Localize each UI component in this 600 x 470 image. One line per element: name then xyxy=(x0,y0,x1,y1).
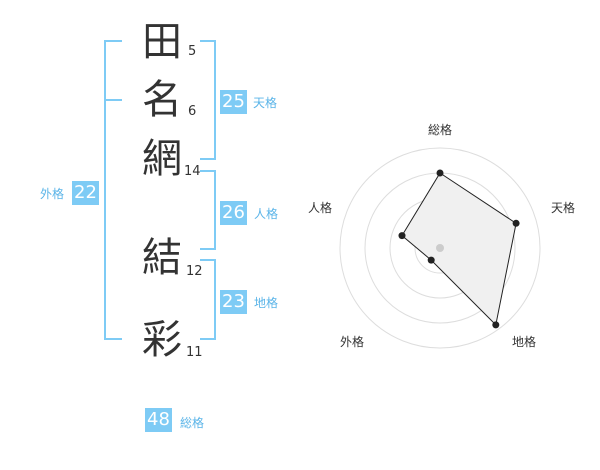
radar-point-5 xyxy=(398,232,406,240)
radar-ring xyxy=(339,147,541,349)
stroke-count-1: 5 xyxy=(188,44,197,59)
stroke-count-2: 6 xyxy=(188,104,197,119)
radar-center-dot xyxy=(436,244,444,252)
radar-point-1 xyxy=(436,169,444,177)
stroke-count-5: 11 xyxy=(186,345,203,360)
radar-point-2 xyxy=(512,219,520,227)
stroke-count-3: 14 xyxy=(184,164,201,179)
tenkaku-value: 25 xyxy=(220,90,247,114)
radar-point-3 xyxy=(492,321,500,329)
radar-chart: 総格 天格 地格 外格 人格 xyxy=(308,122,575,349)
jinkaku-label: 人格 xyxy=(254,207,279,221)
radar-polygon xyxy=(401,172,517,326)
name-char-4: 結 xyxy=(142,235,182,281)
radar-point-4 xyxy=(427,256,435,264)
name-char-2: 名 xyxy=(142,77,182,123)
gaikaku-bracket-tick xyxy=(104,99,122,101)
name-char-5: 彩 xyxy=(142,317,182,363)
tenkaku-bracket xyxy=(200,40,216,160)
jinkaku-value: 26 xyxy=(220,201,247,225)
axis-label-soukaku: 総格 xyxy=(428,122,452,137)
axis-label-jinkaku: 人格 xyxy=(308,200,332,215)
axis-label-chikaku: 地格 xyxy=(512,334,536,349)
radar-points xyxy=(398,169,520,329)
axis-label-gaikaku: 外格 xyxy=(340,334,364,349)
name-char-3: 網 xyxy=(142,136,182,182)
soukaku-value: 48 xyxy=(145,408,172,432)
tenkaku-label: 天格 xyxy=(253,96,278,110)
soukaku-label: 総格 xyxy=(180,416,205,430)
name-char-1: 田 xyxy=(142,19,182,65)
stroke-count-4: 12 xyxy=(186,264,203,279)
gaikaku-bracket xyxy=(104,40,122,340)
axis-label-tenkaku: 天格 xyxy=(551,200,575,215)
jinkaku-bracket xyxy=(200,170,216,250)
chikaku-bracket xyxy=(200,259,216,340)
chikaku-value: 23 xyxy=(220,290,247,314)
gaikaku-value: 22 xyxy=(72,181,99,205)
chikaku-label: 地格 xyxy=(254,296,279,310)
gaikaku-label: 外格 xyxy=(40,187,65,201)
